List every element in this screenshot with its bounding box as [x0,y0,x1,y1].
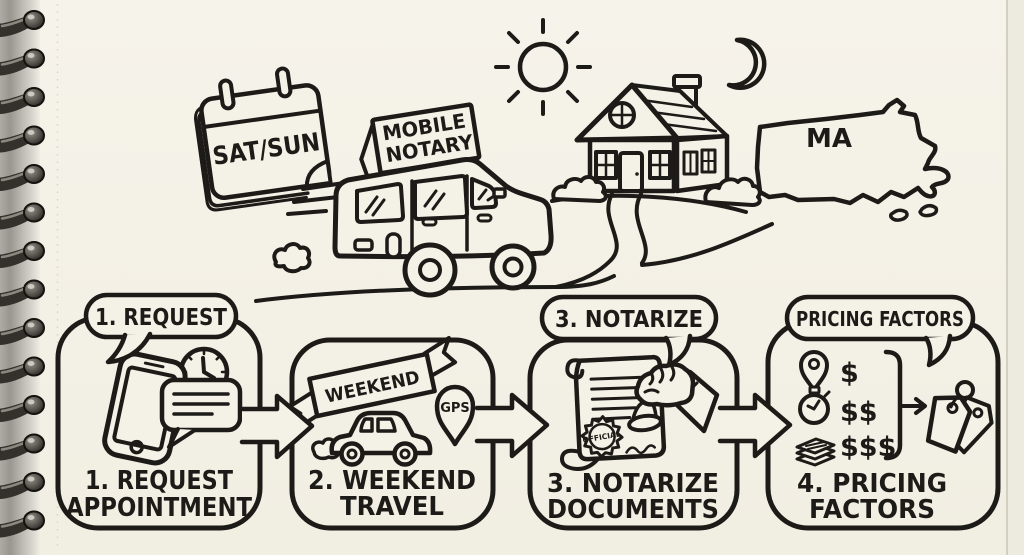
chat-bubble-icon [159,377,243,449]
binding-strip [0,0,40,555]
house-icon [551,74,762,207]
massachusetts-map-icon: MA [754,97,951,222]
price-level-1: $ [840,358,859,389]
crescent-moon-icon [726,37,767,91]
page-edge-margin [1008,0,1024,555]
exhaust-puff-icon [272,242,312,274]
calendar-icon: SAT/SUN [194,66,333,212]
gps-pin-icon: GPS [434,384,476,447]
official-seal-icon: OFFICIAL [580,415,624,459]
step-1-label-line2: APPOINTMENT [66,493,252,523]
location-pin-icon [799,350,829,392]
step-3-label-line1: 3. NOTARIZE [547,469,719,499]
signature-squiggle [625,444,656,455]
hand-stamp-icon [627,362,720,434]
step-1-speech-bubble: 1. REQUEST [83,292,239,365]
step-3-label-line2: DOCUMENTS [547,495,719,525]
gps-label: GPS [440,401,470,416]
step-2-label-line2: TRAVEL [340,492,444,522]
stopwatch-icon [798,385,831,425]
speed-lines [286,181,346,216]
step-4-bubble-label: PRICING FACTORS [796,307,964,331]
step-3-speech-bubble: 3. NOTARIZE [539,294,719,368]
step-3-bubble-label: 3. NOTARIZE [555,307,703,333]
mobile-notary-car-icon: MOBILE NOTARY [332,102,554,298]
bush-icon [551,175,608,203]
state-label: MA [806,124,852,154]
price-tags-icon [925,380,994,455]
step-1-bubble-label: 1. REQUEST [95,305,227,331]
step-4-label-line1: 4. PRICING [797,469,947,499]
arrow-step2-step3 [474,392,550,459]
arrow-icon [901,397,927,415]
step-4-speech-bubble: PRICING FACTORS [784,294,976,368]
step-4-label-line2: FACTORS [809,495,935,525]
page-stack-icon [795,437,836,467]
arrow-step1-step2 [239,393,315,460]
step-2-label-line1: 2. WEEKEND [308,466,476,496]
bracket-icon [883,349,903,461]
road-path [254,192,774,303]
small-car-icon [311,410,433,467]
bush-icon [703,176,762,207]
sun-icon [494,18,592,116]
arrow-step3-step4 [717,392,793,459]
step-1-label-line1: 1. REQUEST [85,466,233,496]
price-level-2: $$ [840,397,878,428]
